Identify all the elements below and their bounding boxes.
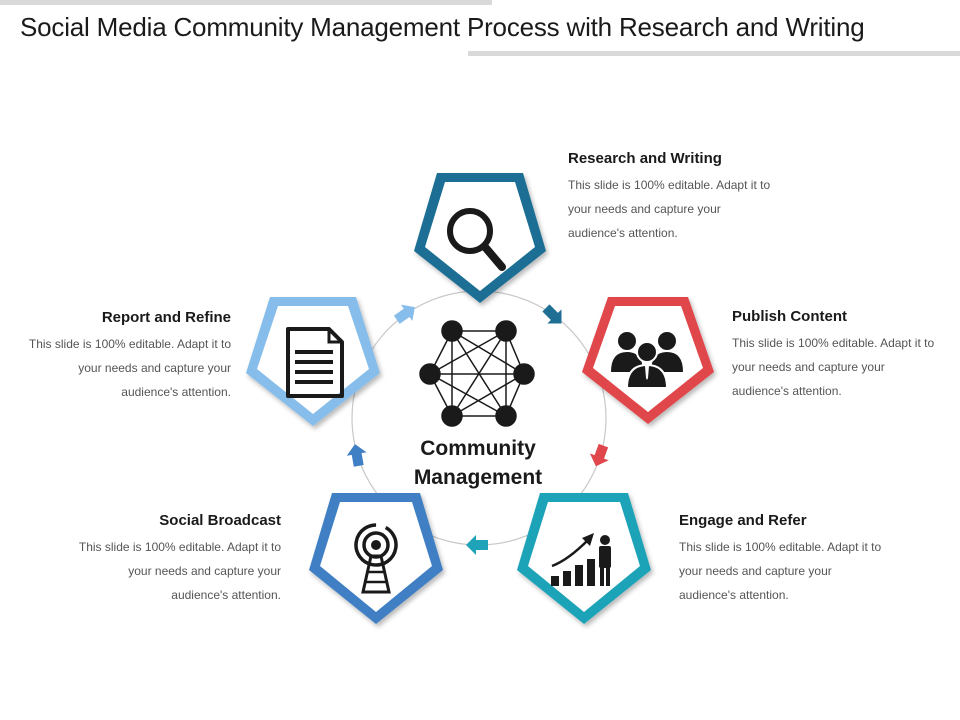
people-icon (611, 332, 683, 389)
pentagon-engage (517, 493, 651, 624)
step-research-text: Research and Writing This slide is 100% … (568, 150, 778, 245)
step-report-text: Report and Refine This slide is 100% edi… (21, 309, 231, 404)
step-body: This slide is 100% editable. Adapt it to… (568, 178, 771, 240)
step-heading: Report and Refine (101, 309, 231, 326)
step-publish-text: Publish Content This slide is 100% edita… (732, 308, 942, 403)
network-icon (419, 320, 535, 427)
step-heading: Engage and Refer (679, 512, 807, 529)
step-body: This slide is 100% editable. Adapt it to… (732, 336, 935, 398)
arrow-report-to-research (393, 304, 415, 324)
step-body: This slide is 100% editable. Adapt it to… (28, 337, 231, 399)
document-icon (286, 327, 344, 398)
step-heading: Research and Writing (568, 150, 722, 167)
step-body: This slide is 100% editable. Adapt it to… (78, 540, 281, 602)
top-accent-bar (0, 0, 492, 5)
page-title: Social Media Community Management Proces… (20, 12, 865, 42)
arrow-broadcast-to-report (346, 444, 367, 467)
center-label-line2: Management (413, 466, 543, 489)
step-body: This slide is 100% editable. Adapt it to… (679, 540, 882, 602)
step-heading: Publish Content (732, 308, 847, 325)
arrow-engage-to-broadcast (466, 535, 488, 555)
magnifier-icon (447, 208, 506, 271)
center-label: Community Management (378, 434, 578, 492)
arrow-publish-to-engage (589, 443, 609, 467)
arrow-research-to-publish (542, 304, 562, 324)
title-underline-bar (468, 51, 960, 56)
step-heading: Social Broadcast (159, 512, 281, 529)
center-label-line1: Community (420, 437, 536, 460)
growth-chart-icon (551, 533, 611, 586)
broadcast-tower-icon (354, 523, 398, 594)
step-broadcast-text: Social Broadcast This slide is 100% edit… (71, 512, 281, 607)
step-engage-text: Engage and Refer This slide is 100% edit… (679, 512, 889, 607)
pentagon-research (414, 173, 546, 303)
